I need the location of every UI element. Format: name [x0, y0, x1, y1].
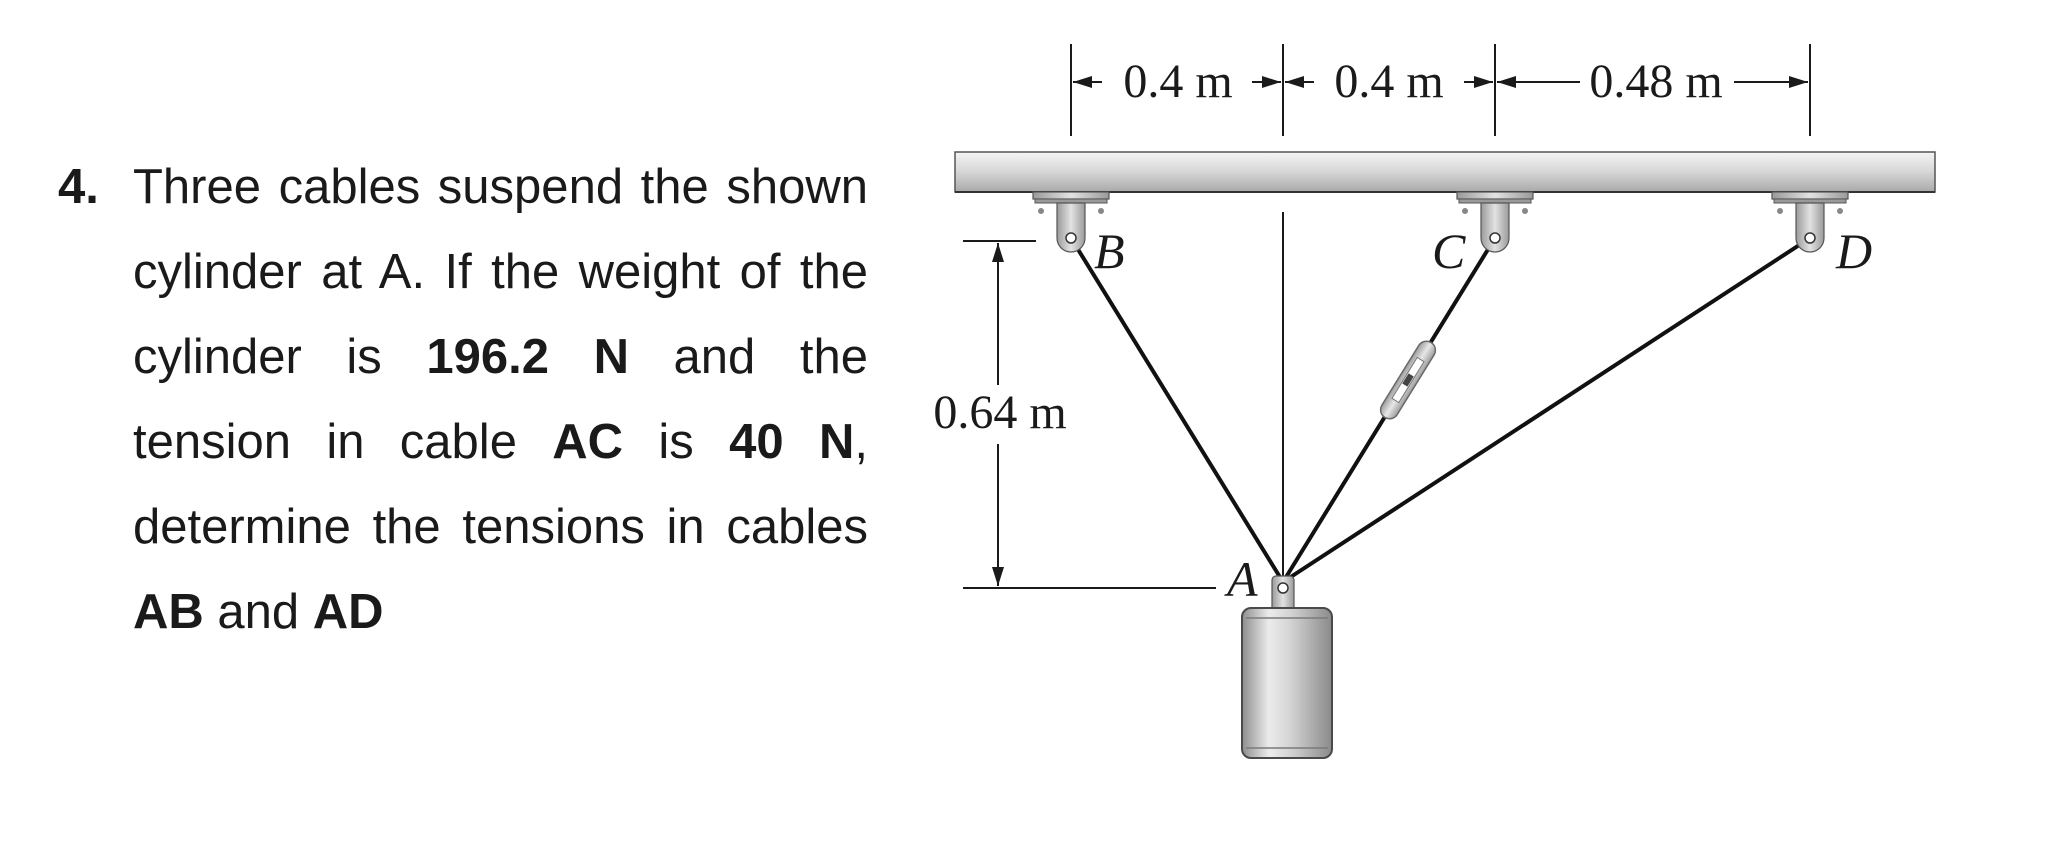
bracket-b [1032, 191, 1110, 253]
cylinder-weight: 196.2 N [426, 330, 629, 384]
cables [1069, 236, 1812, 584]
point-a-label: A [1224, 551, 1258, 607]
dimension-height-label: 0.64 m [933, 386, 1066, 439]
cable-ab [1069, 236, 1285, 584]
height-dimension-line [963, 240, 1216, 589]
dimension-ab-label: 0.4 m [1123, 55, 1232, 108]
bracket-c [1456, 191, 1534, 253]
cable-ac-label: AC [552, 415, 624, 469]
problem-number: 4. [58, 160, 99, 214]
cable-ad-label: AD [312, 585, 384, 639]
bracket-d [1771, 191, 1849, 253]
cylinder [1241, 607, 1333, 759]
cylinder-assembly [1241, 575, 1333, 759]
problem-text-part-3: is [623, 415, 730, 469]
problem-text-part-2: and the tension in cable [133, 330, 869, 469]
point-d-label: D [1835, 223, 1872, 279]
top-dimension-line [1070, 44, 1811, 136]
dimension-cd-label: 0.48 m [1589, 55, 1722, 108]
ceiling-beam [954, 151, 1936, 193]
cable-ab-label: AB [133, 585, 204, 639]
problem-text-part-5: and [203, 585, 313, 639]
problem-statement: 4. Three cables suspend the shown cylind… [58, 145, 868, 655]
problem-text-part-4: , determine the tensions in cables [133, 415, 868, 554]
point-b-label: B [1094, 223, 1125, 279]
turnbuckle [1379, 340, 1437, 420]
dimension-bc-label: 0.4 m [1334, 55, 1443, 108]
problem-text-part-1: Three cables suspend the shown cylinder … [133, 160, 868, 384]
tension-ac-value: 40 N [729, 415, 855, 469]
point-c-label: C [1432, 223, 1466, 279]
problem-text: Three cables suspend the shown cylinder … [133, 145, 868, 655]
cable-ad [1281, 236, 1812, 584]
